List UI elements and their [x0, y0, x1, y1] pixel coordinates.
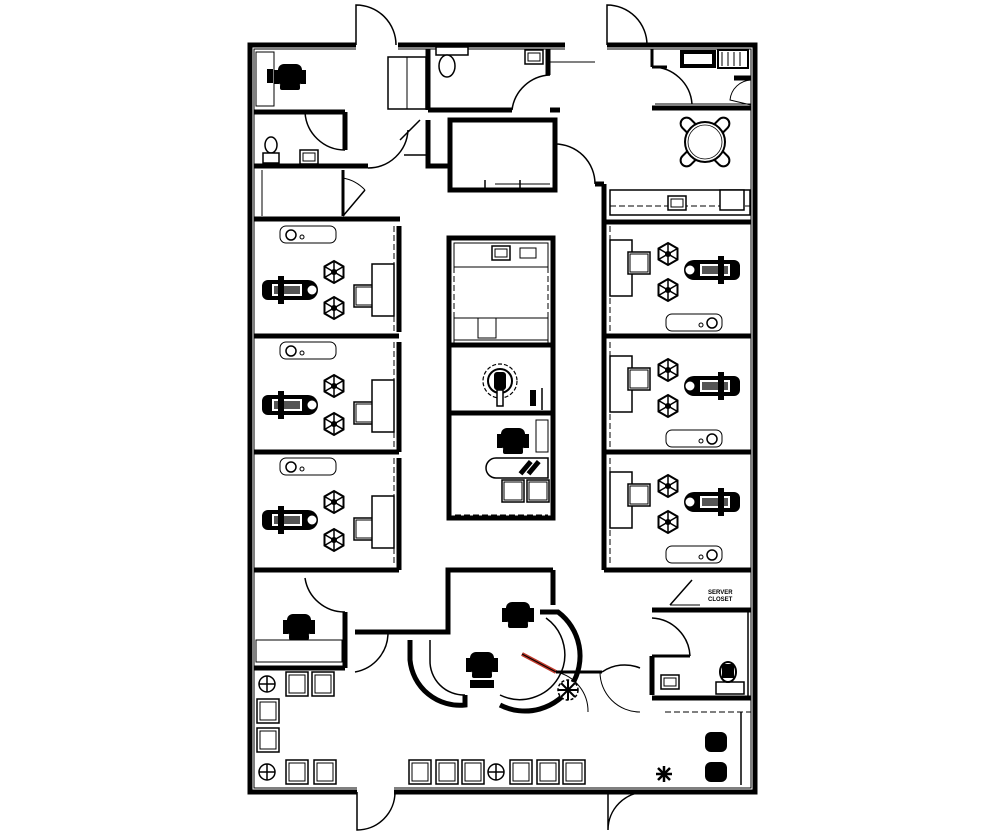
toilet-icon	[264, 136, 278, 154]
cabinet	[371, 495, 395, 549]
bottom-left-office	[254, 577, 389, 673]
top-right-rooms	[601, 49, 752, 225]
stool-icon	[657, 394, 679, 418]
office-chair-icon	[705, 762, 727, 782]
stool-icon	[323, 528, 345, 552]
appliance-icon	[719, 189, 745, 211]
entrance-doors[interactable]	[355, 4, 648, 831]
sink-icon	[524, 49, 544, 65]
exterior-walls	[247, 42, 758, 795]
sink-counter-icon	[279, 341, 337, 360]
stool-icon	[323, 260, 345, 284]
central-closet	[425, 117, 604, 193]
door-swing[interactable]	[511, 74, 551, 111]
dental-chair-icon	[683, 371, 741, 401]
break-table-icon	[679, 116, 731, 168]
stool-icon	[323, 296, 345, 320]
waiting-chair-icon	[435, 759, 459, 785]
reception-area	[388, 567, 641, 714]
sink-counter-icon	[279, 457, 337, 476]
waiting-chair-icon	[408, 759, 432, 785]
sink-icon	[299, 149, 319, 165]
dental-chair-icon	[261, 505, 319, 535]
stool-icon	[657, 510, 679, 534]
sink-icon	[660, 674, 680, 690]
operatory-left-3	[254, 457, 402, 573]
side-chair-icon	[526, 479, 550, 503]
waiting-chair-icon	[509, 759, 533, 785]
operatory-right-3	[601, 452, 751, 573]
waiting-chair-icon	[311, 671, 335, 697]
storage-left	[254, 170, 400, 222]
office-chair-icon	[502, 602, 534, 628]
office-chair-icon	[497, 428, 529, 454]
restroom-left	[254, 129, 409, 169]
stool-icon	[657, 242, 679, 266]
waiting-chair-icon	[256, 727, 280, 753]
stool-icon	[657, 474, 679, 498]
server-closet: SERVER CLOSET	[652, 579, 751, 613]
waiting-chair-icon	[285, 671, 309, 697]
xray-unit-icon	[482, 363, 543, 410]
toilet-icon	[435, 46, 469, 78]
operatory-right-2	[601, 336, 751, 455]
waiting-chair-icon	[313, 759, 337, 785]
dental-chair-icon	[261, 275, 319, 305]
top-left-office	[254, 51, 348, 151]
office-chair-icon	[283, 614, 315, 640]
side-chair-icon	[627, 483, 651, 507]
dental-chair-icon	[261, 390, 319, 420]
desk-equipment-icon	[715, 661, 745, 695]
equipment-icon	[680, 49, 749, 69]
cabinet	[371, 263, 395, 317]
side-chair-icon	[627, 251, 651, 275]
waiting-chair-icon	[461, 759, 485, 785]
office-chair-icon	[274, 64, 306, 90]
side-chair-icon	[627, 367, 651, 391]
waiting-area-bottom	[408, 759, 586, 785]
top-center-rooms	[387, 46, 595, 156]
operatory-left-2	[254, 341, 402, 455]
bottom-right-office	[649, 612, 751, 785]
dental-chair-icon	[683, 487, 741, 517]
reception-desk	[407, 640, 468, 708]
stool-icon	[323, 490, 345, 514]
waiting-chair-icon	[536, 759, 560, 785]
operatory-right-1	[601, 222, 751, 339]
stool-icon	[323, 374, 345, 398]
server-closet-label-2: CLOSET	[708, 597, 733, 603]
sink-counter-icon	[279, 225, 337, 244]
dental-chair-icon	[683, 255, 741, 285]
waiting-area-left	[256, 671, 337, 785]
stool-icon	[657, 278, 679, 302]
sink-icon	[491, 245, 511, 261]
stool-icon	[657, 358, 679, 382]
waiting-chair-icon	[562, 759, 586, 785]
door-swing[interactable]	[304, 111, 346, 151]
waiting-chair-icon	[256, 698, 280, 724]
desk	[485, 457, 549, 479]
waiting-chair-icon	[285, 759, 309, 785]
office-chair-icon	[466, 652, 498, 678]
server-closet-label-1: SERVER	[708, 590, 733, 596]
office-chair-icon	[705, 732, 727, 752]
plant-icon	[557, 679, 579, 701]
side-chair-icon	[501, 479, 525, 503]
stool-icon	[323, 412, 345, 436]
central-island	[446, 235, 556, 521]
operatory-left-1	[254, 225, 402, 339]
sink-icon	[667, 195, 687, 211]
plant-icon	[656, 766, 672, 782]
cabinet	[371, 379, 395, 433]
